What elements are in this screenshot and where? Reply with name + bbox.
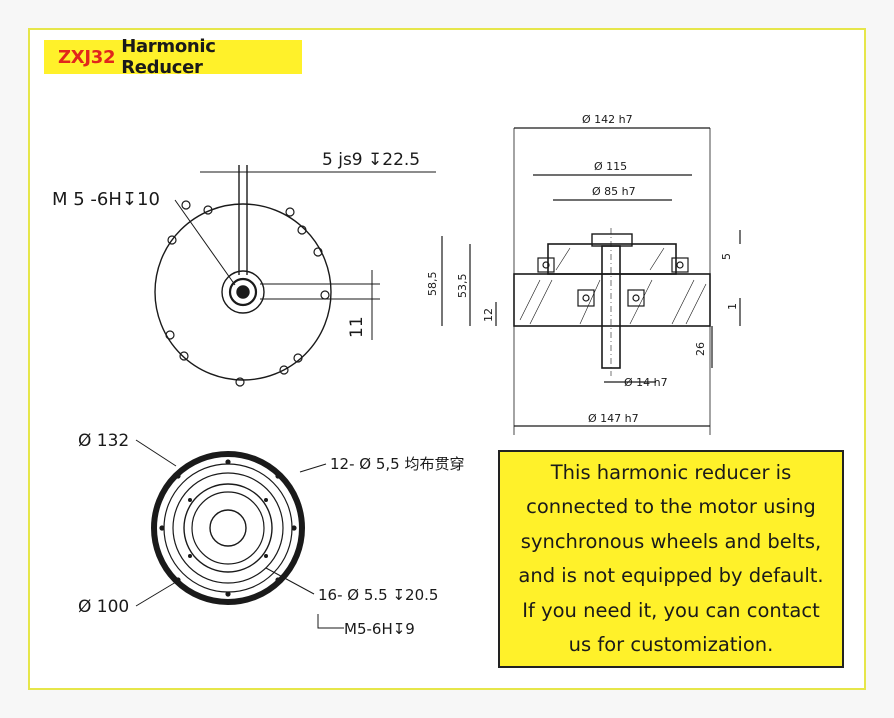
hatch-line [519, 279, 541, 321]
thread-m5-label: M5-6H↧9 [344, 620, 415, 638]
hatch-line [671, 279, 695, 325]
bolt-hole [235, 377, 245, 387]
hatch-line [649, 247, 665, 271]
dim-label-26: 26 [694, 342, 707, 356]
bearings [537, 257, 689, 307]
hatch-line [579, 279, 601, 325]
dim-label-12: 12 [482, 308, 495, 322]
bearing [627, 289, 645, 307]
dim-label-14: Ø 14 h7 [624, 376, 668, 389]
side-view [441, 127, 741, 435]
leader-holes-12 [299, 463, 327, 473]
thread-callout-bracket [317, 614, 344, 629]
bearing-ball [542, 261, 550, 269]
bolt-hole [203, 205, 213, 215]
rear-ring-2 [163, 463, 293, 593]
rear-ring-3 [172, 472, 284, 584]
bolt-hole [165, 330, 175, 340]
bolt-hole [167, 235, 177, 245]
bolt-hole [285, 207, 295, 217]
front-hub-inner [228, 277, 258, 307]
dim-label-58: 58,5 [426, 272, 439, 297]
bearing-ball [582, 294, 590, 302]
bearing [577, 289, 595, 307]
model-code: ZXJ32 [58, 46, 116, 68]
dim-label-85: Ø 85 h7 [592, 185, 636, 198]
keyway-label: 5 js9 ↧22.5 [322, 150, 420, 170]
front-bolt-holes [165, 200, 330, 387]
rear-hole [175, 473, 181, 479]
note-box: This harmonic reducer is connected to th… [498, 450, 844, 668]
hatch-line [555, 247, 571, 271]
rear-ring-4 [183, 483, 273, 573]
housing-body [513, 273, 711, 327]
rear-hole [175, 577, 181, 583]
rear-hole [159, 525, 165, 531]
leader-holes-16 [265, 567, 315, 595]
note-line: connected to the motor using [526, 495, 816, 518]
bolt-hole [179, 351, 189, 361]
bolt-hole [279, 365, 289, 375]
housing-top [547, 243, 677, 275]
dim-label-132: Ø 132 [78, 431, 129, 451]
m5-leader [174, 199, 236, 286]
dim-label-147: Ø 147 h7 [588, 412, 639, 425]
note-line: If you need it, you can contact [522, 598, 820, 622]
hatch-line [685, 283, 707, 325]
dim-label-5: 5 [720, 253, 733, 260]
rear-hole [275, 473, 281, 479]
hatch-line [629, 279, 653, 325]
leader-100 [135, 581, 177, 607]
rear-hole [264, 554, 268, 558]
rear-view [135, 439, 344, 629]
bolt-hole [297, 225, 307, 235]
rear-hole [264, 498, 268, 502]
title-text: Harmonic Reducer [121, 36, 216, 78]
hatch-line [529, 279, 553, 325]
note-line: synchronous wheels and belts, [520, 529, 822, 553]
rear-holes [159, 459, 297, 597]
bolt-hole [320, 290, 330, 300]
note-text: This harmonic reducer is connected to th… [510, 456, 831, 663]
bearing-ball [632, 294, 640, 302]
rear-hole [188, 554, 192, 558]
bolt-hole [181, 200, 191, 210]
rear-ring-5 [191, 491, 265, 565]
bearing [537, 257, 555, 273]
rear-hole [188, 498, 192, 502]
rear-hole [225, 459, 231, 465]
bearing-ball [676, 261, 684, 269]
leader-132 [135, 439, 177, 467]
key-depth-label: 11 [347, 316, 367, 338]
note-line: This harmonic reducer is [550, 460, 792, 484]
dim-label-115: Ø 115 [594, 160, 627, 173]
holes-16-label: 16- Ø 5.5 ↧20.5 [318, 586, 438, 604]
front-shaft [236, 285, 250, 299]
rear-hole [225, 591, 231, 597]
holes-12-label: 12- Ø 5,5 均布贯穿 [330, 455, 464, 473]
note-line: and is not equipped by default. [518, 564, 824, 587]
bolt-hole [313, 247, 323, 257]
dim-label-142: Ø 142 h7 [582, 113, 633, 126]
bearing [671, 257, 689, 273]
dim-label-100: Ø 100 [78, 597, 129, 617]
dim-label-53: 53,5 [456, 274, 469, 299]
front-view [154, 165, 436, 387]
section-hatching [519, 247, 707, 325]
front-hub-circle [221, 270, 265, 314]
rear-outer-ring [151, 451, 305, 605]
m5-thread-label: M 5 -6H↧10 [52, 189, 160, 210]
note-line: us for customization. [568, 633, 774, 656]
rear-hole [275, 577, 281, 583]
rear-hole [291, 525, 297, 531]
dim-label-1: 1 [726, 303, 739, 310]
bolt-hole [293, 353, 303, 363]
rear-bore [209, 509, 247, 547]
title-banner: ZXJ32 Harmonic Reducer [44, 36, 302, 78]
